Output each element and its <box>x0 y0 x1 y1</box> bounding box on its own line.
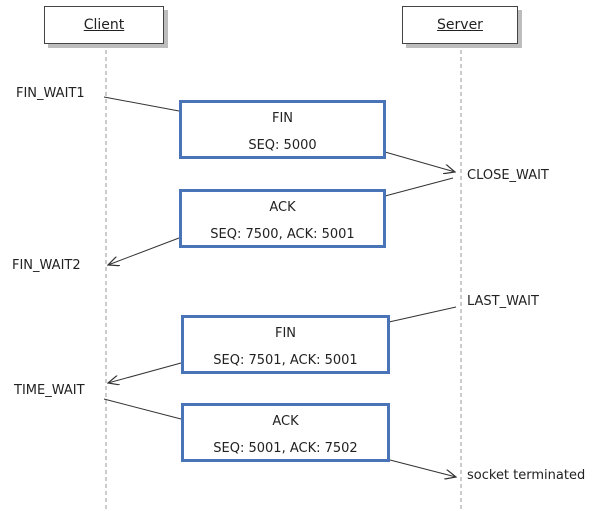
message-ack-1-detail: SEQ: 7500, ACK: 5001 <box>210 227 355 242</box>
arrow-ack-2-start <box>103 398 182 420</box>
state-fin-wait2: FIN_WAIT2 <box>12 258 81 273</box>
message-ack-2-detail: SEQ: 5001, ACK: 7502 <box>213 441 358 456</box>
message-fin-1-detail: SEQ: 5000 <box>248 138 317 153</box>
arrow-ack-1-end <box>108 237 180 265</box>
state-last-wait: LAST_WAIT <box>467 294 539 309</box>
state-time-wait: TIME_WAIT <box>14 383 85 398</box>
arrow-fin-2-start <box>388 306 457 323</box>
arrow-fin-1-start <box>103 96 180 112</box>
message-ack-2: ACK SEQ: 5001, ACK: 7502 <box>181 403 390 462</box>
message-ack-1-name: ACK <box>269 200 296 215</box>
message-ack-2-name: ACK <box>272 414 299 429</box>
message-fin-1: FIN SEQ: 5000 <box>179 100 386 159</box>
message-fin-2-name: FIN <box>274 326 297 341</box>
state-socket-terminated: socket terminated <box>467 468 586 483</box>
client-actor-label: Client <box>83 17 125 33</box>
message-ack-1: ACK SEQ: 7500, ACK: 5001 <box>179 189 386 248</box>
message-fin-2-detail: SEQ: 7501, ACK: 5001 <box>213 353 358 368</box>
arrow-fin-1-end <box>384 151 455 172</box>
server-actor: Server <box>402 6 518 44</box>
client-actor: Client <box>44 6 164 44</box>
state-close-wait: CLOSE_WAIT <box>467 168 549 183</box>
message-fin-2: FIN SEQ: 7501, ACK: 5001 <box>181 315 390 374</box>
state-fin-wait1: FIN_WAIT1 <box>16 86 85 101</box>
arrow-ack-1-start <box>384 177 454 197</box>
message-fin-1-name: FIN <box>271 111 294 126</box>
arrow-ack-2-end <box>389 459 456 477</box>
server-actor-label: Server <box>437 17 483 33</box>
arrow-fin-2-end <box>108 362 182 383</box>
